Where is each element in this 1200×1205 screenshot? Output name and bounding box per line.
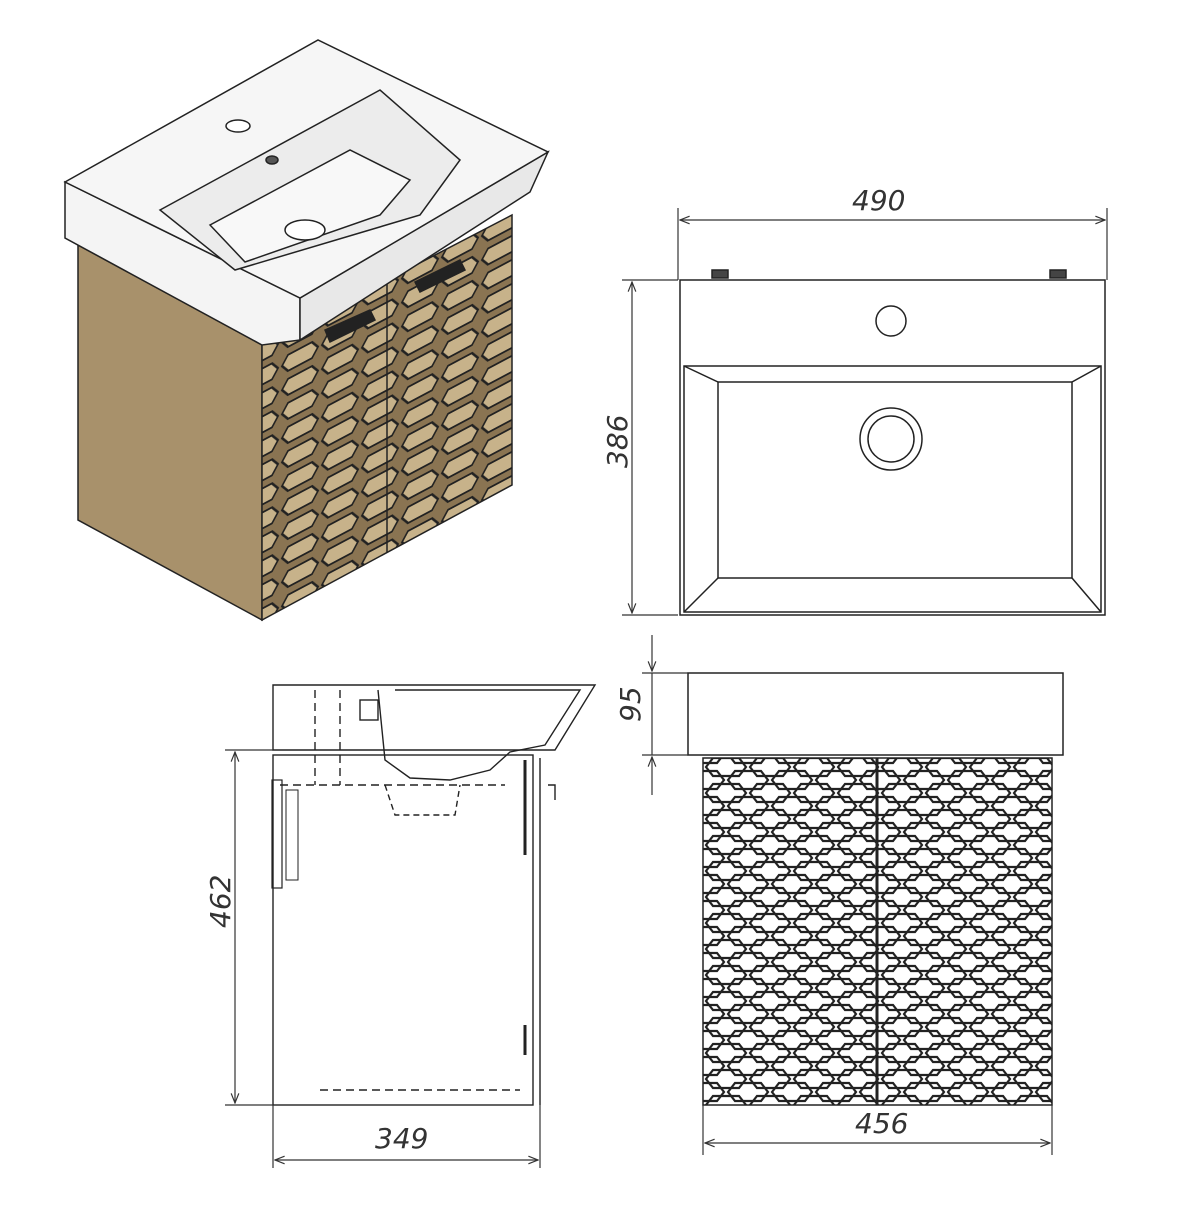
wall-bracket-left xyxy=(711,269,729,279)
front-view xyxy=(687,672,1064,1106)
door-handle-right xyxy=(413,258,467,294)
drain-outer xyxy=(859,407,923,471)
top-view xyxy=(679,269,1106,616)
basin-side-profile xyxy=(272,684,597,751)
basin-outline xyxy=(679,279,1106,616)
dimension-349 xyxy=(272,1105,541,1168)
dim-label-349: 349 xyxy=(375,1122,428,1155)
basin-bowl-inner xyxy=(208,149,412,263)
door-handle-left xyxy=(324,309,377,344)
dimension-386 xyxy=(622,279,678,616)
dimension-490 xyxy=(677,208,1108,280)
side-view xyxy=(271,684,597,1106)
basin-front xyxy=(687,672,1064,756)
dim-label-490: 490 xyxy=(852,184,905,217)
faucet-hole xyxy=(875,305,907,337)
dim-label-95: 95 xyxy=(614,686,647,722)
dimension-456 xyxy=(702,1105,1053,1155)
dimension-462 xyxy=(225,749,273,1106)
bowl-inner xyxy=(717,381,1073,579)
bowl-outer xyxy=(683,365,1102,613)
wall-bracket-right xyxy=(1049,269,1067,279)
drain-inner xyxy=(867,415,915,463)
dim-label-386: 386 xyxy=(601,415,634,468)
isometric-view xyxy=(63,39,550,622)
dim-label-462: 462 xyxy=(204,875,237,928)
drain-hole xyxy=(284,219,326,241)
overflow-hole xyxy=(265,155,279,165)
faucet-hole xyxy=(225,119,251,133)
dimension-95 xyxy=(642,635,688,795)
dim-label-456: 456 xyxy=(855,1107,908,1140)
cabinet-side xyxy=(272,754,534,1106)
